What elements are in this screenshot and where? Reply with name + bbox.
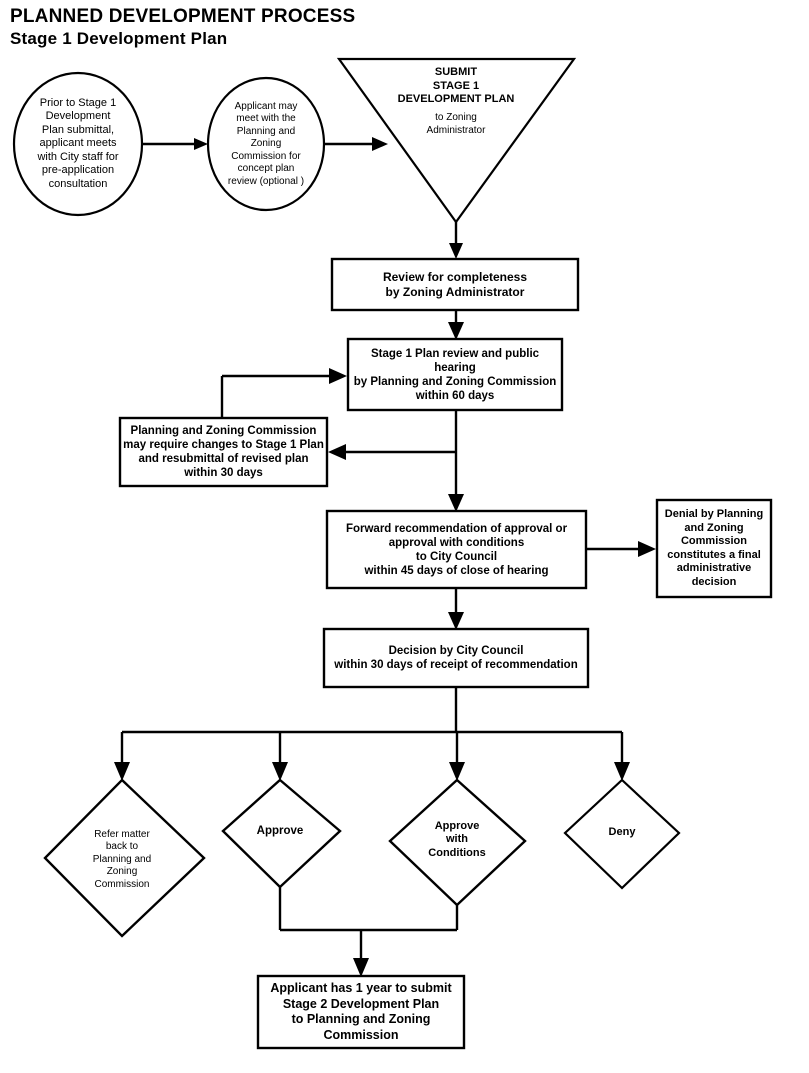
edge-review-to-plan-review — [448, 310, 464, 340]
node-submit-stage1-shape[interactable] — [336, 57, 577, 224]
title-line-1: PLANNED DEVELOPMENT PROCESS — [10, 6, 356, 27]
node-plan-review-hearing-shape[interactable] — [346, 337, 564, 412]
edge-concept-plan-to-submit — [324, 137, 388, 151]
node-pre-application-shape[interactable] — [12, 71, 144, 217]
title-line-2: Stage 1 Development Plan — [10, 29, 228, 48]
edge-approvals-to-stage2 — [278, 887, 459, 977]
node-refer-back-shape[interactable] — [43, 778, 206, 938]
node-stage2-submit-shape[interactable] — [256, 974, 466, 1050]
node-denial-shape[interactable] — [655, 498, 773, 599]
edge-council-to-outcomes — [114, 687, 630, 781]
node-approve-conditions-shape[interactable] — [388, 778, 527, 907]
edge-require-changes-to-plan-review — [220, 368, 347, 418]
node-require-changes-shape[interactable] — [118, 416, 329, 488]
node-council-decision-shape[interactable] — [322, 627, 590, 689]
page-title: PLANNED DEVELOPMENT PROCESS Stage 1 Deve… — [10, 5, 610, 49]
node-deny-shape[interactable] — [563, 778, 681, 890]
edge-forward-recommendation-to-denial — [586, 541, 656, 557]
edge-pre-application-to-concept-plan — [142, 138, 208, 150]
edge-submit-to-review — [449, 222, 463, 259]
edge-plan-review-to-forward-recommendation — [448, 452, 464, 512]
edge-forward-recommendation-to-council — [448, 588, 464, 630]
edge-plan-review-to-require-changes — [328, 410, 458, 460]
node-review-completeness-shape[interactable] — [330, 257, 580, 312]
node-approve-shape[interactable] — [221, 778, 342, 889]
node-forward-recommendation-shape[interactable] — [325, 509, 588, 590]
node-concept-plan-shape[interactable] — [206, 76, 326, 212]
